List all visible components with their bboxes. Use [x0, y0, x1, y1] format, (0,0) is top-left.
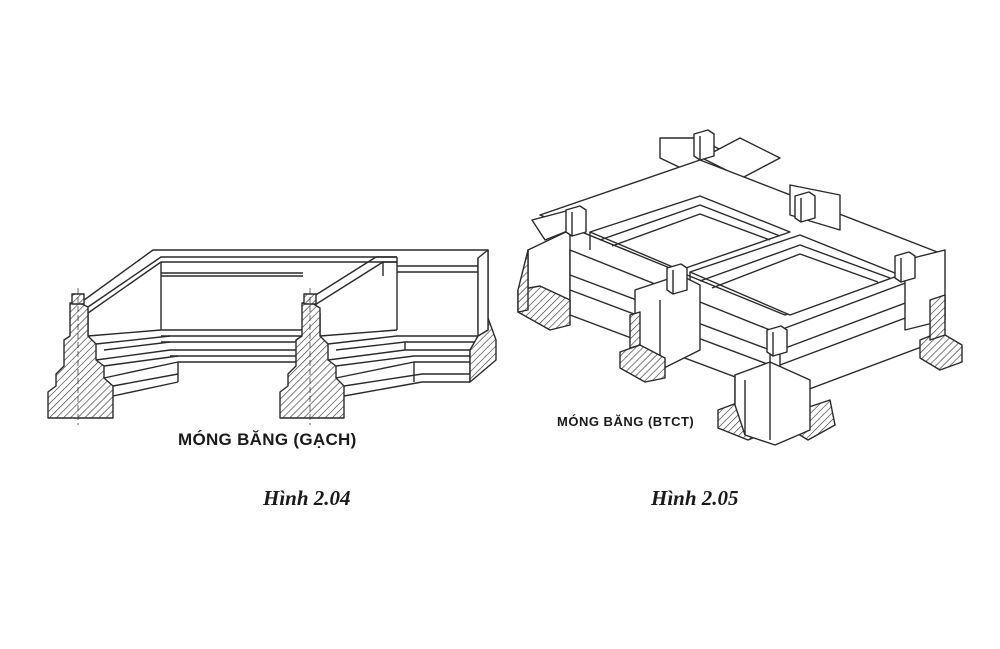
figure-label-reinforced-concrete: MÓNG BĂNG (BTCT): [557, 414, 695, 429]
column-stubs: [565, 129, 916, 357]
brick-strip-foundation: [47, 249, 497, 425]
figure-caption-2-04: Hình 2.04: [263, 486, 351, 510]
reinforced-concrete-strip-grid: [517, 129, 963, 446]
figure-caption-2-05: Hình 2.05: [651, 486, 739, 510]
figure-label-brick: MÓNG BĂNG (GẠCH): [178, 430, 357, 449]
